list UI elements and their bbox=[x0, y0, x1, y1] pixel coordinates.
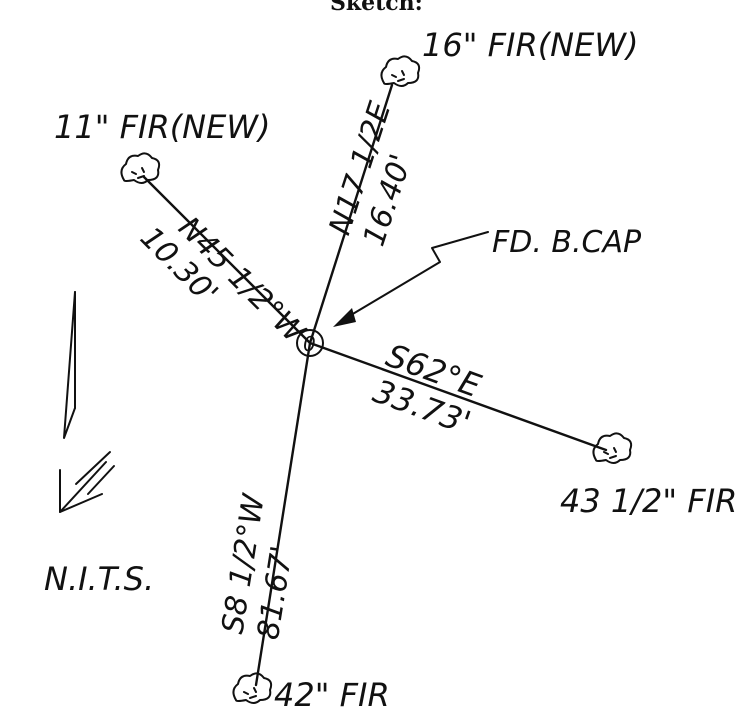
tree-label-nw: 11" FIR(NEW) bbox=[54, 108, 270, 146]
scale-note: N.I.T.S. bbox=[44, 560, 154, 598]
tie-line-ne bbox=[308, 83, 394, 345]
tie-line-s bbox=[254, 341, 312, 687]
bearing-cap-icon: 0 bbox=[296, 329, 324, 357]
cap-leader-arrowhead bbox=[333, 308, 356, 327]
tree-symbol-icon bbox=[120, 152, 161, 184]
center-label: FD. B.CAP bbox=[492, 225, 642, 260]
sketch-title: Sketch: bbox=[330, 0, 423, 16]
center-mark: 0 bbox=[303, 332, 316, 356]
tree-label-ne: 16" FIR(NEW) bbox=[422, 26, 638, 64]
tree-symbol-icon bbox=[232, 672, 273, 704]
cap-leader-line bbox=[345, 231, 489, 319]
tree-label-se: 43 1/2" FIR bbox=[560, 482, 737, 520]
tie-line-se bbox=[308, 341, 608, 452]
tree-label-s: 42" FIR bbox=[274, 676, 390, 714]
north-arrow-icon bbox=[59, 291, 115, 513]
tree-symbol-icon bbox=[592, 432, 633, 464]
tie-line-nw bbox=[142, 175, 312, 345]
tree-symbol-icon bbox=[380, 55, 421, 87]
